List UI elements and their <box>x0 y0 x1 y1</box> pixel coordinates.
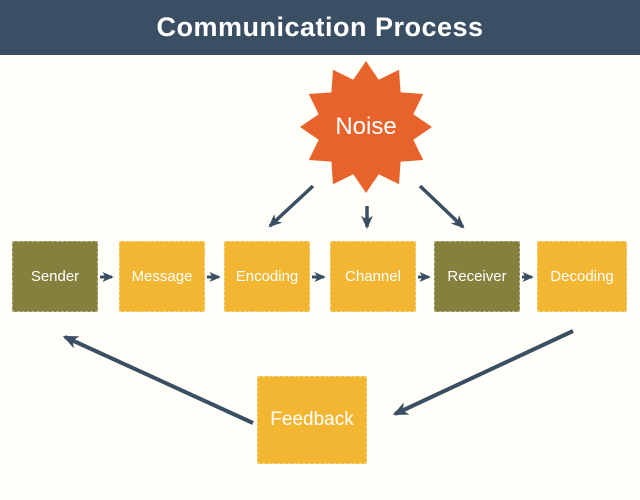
feedback-box: Feedback <box>257 376 367 464</box>
process-box-decoding: Decoding <box>537 241 627 312</box>
noise-label: Noise <box>335 113 397 140</box>
process-box-label: Encoding <box>235 268 299 285</box>
process-box-label: Decoding <box>550 268 614 285</box>
page-title: Communication Process <box>156 12 484 42</box>
process-box-label: Message <box>131 268 193 285</box>
process-box-channel: Channel <box>330 241 416 312</box>
noise-starburst: Noise <box>298 59 434 195</box>
process-box-encoding: Encoding <box>224 241 310 312</box>
process-box-receiver: Receiver <box>434 241 520 312</box>
process-box-label: Sender <box>30 268 80 285</box>
feedback-label: Feedback <box>270 409 354 430</box>
starburst-icon <box>300 61 432 193</box>
arrow-decoding-feedback <box>392 329 574 416</box>
arrow-feedback-sender <box>62 335 254 425</box>
process-box-label: Receiver <box>447 268 507 285</box>
process-box-message: Message <box>119 241 205 312</box>
process-box-label: Channel <box>345 268 401 285</box>
title-bar: Communication Process <box>0 0 640 55</box>
process-box-sender: Sender <box>12 241 98 312</box>
